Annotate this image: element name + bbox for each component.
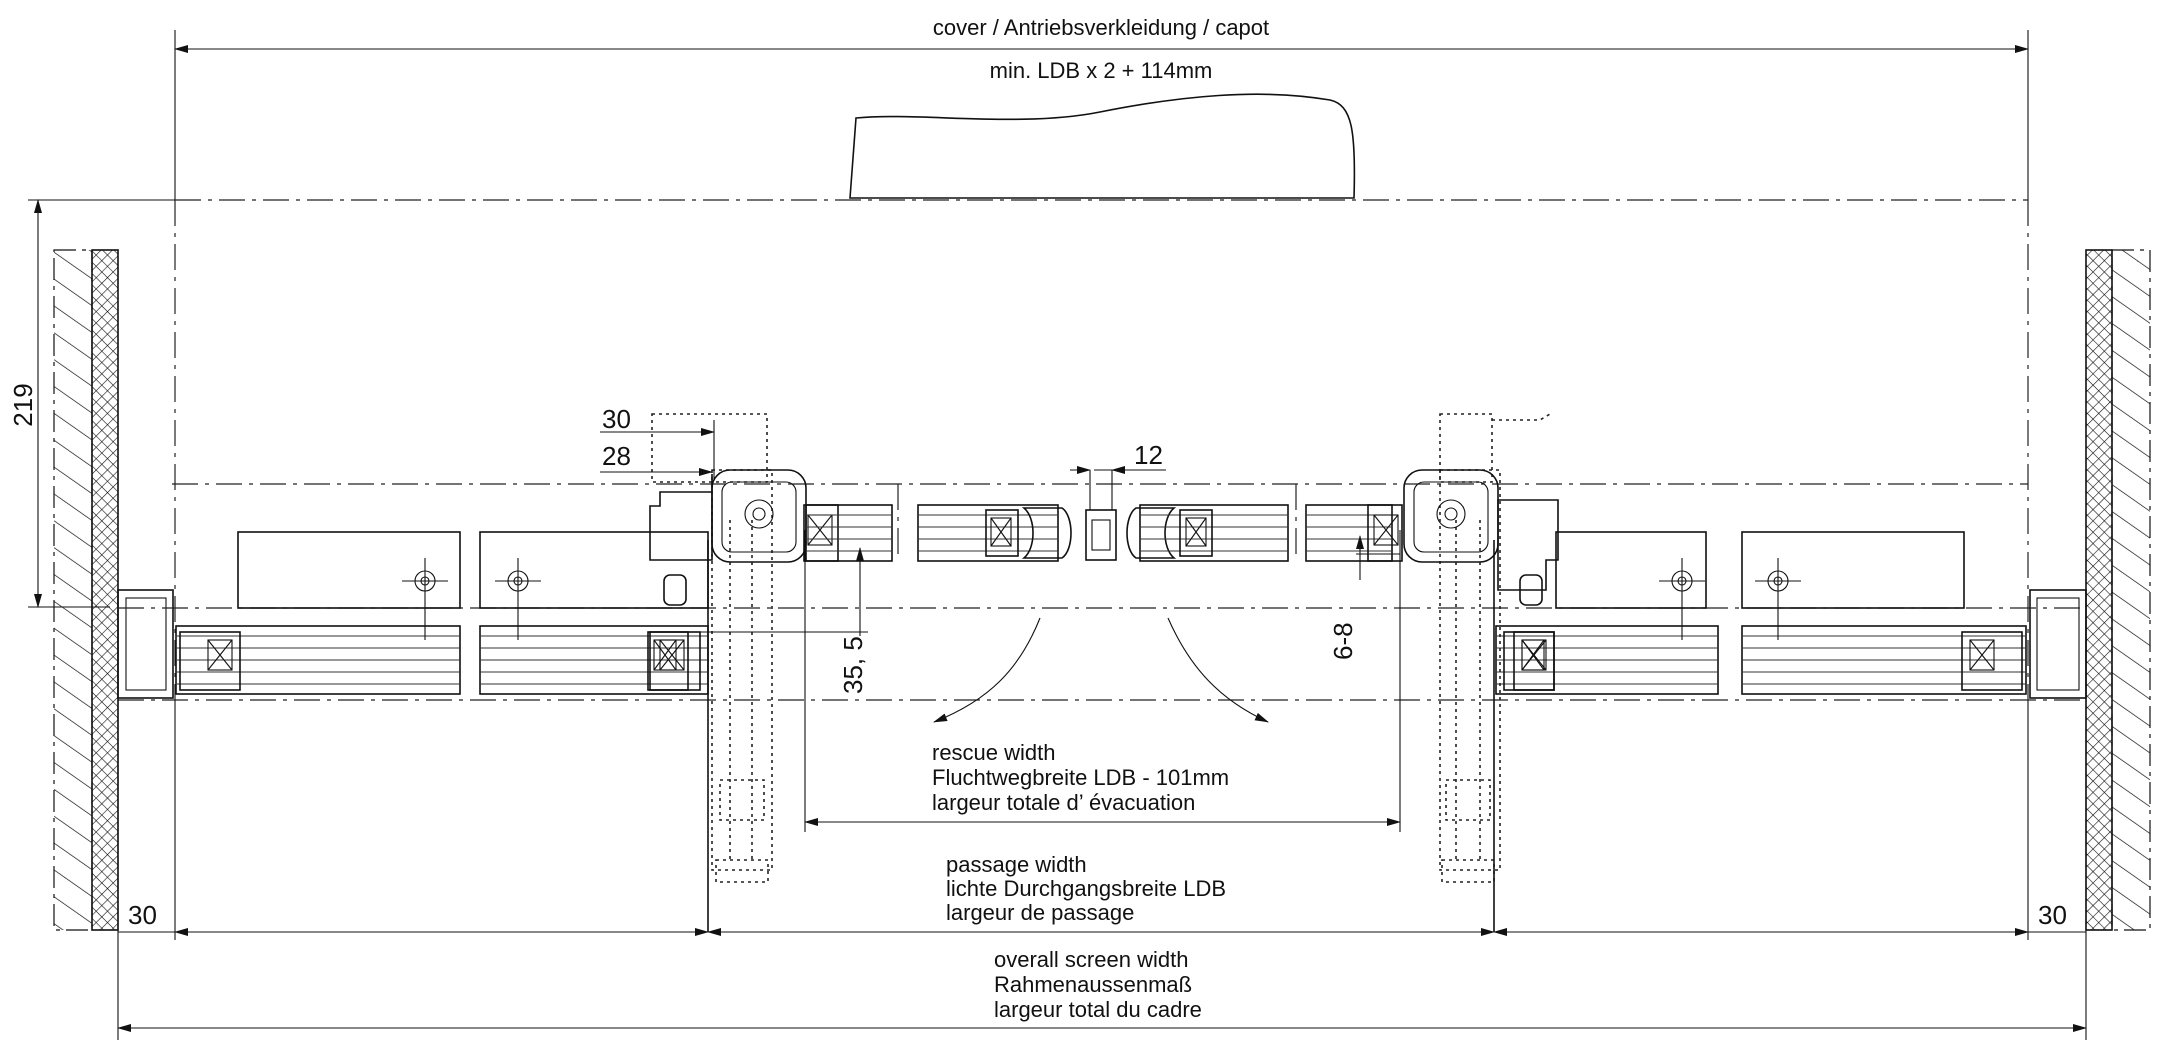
detail-dimension-6-8: 6-8 — [1328, 535, 1400, 660]
detail-dimension-12: 12 — [1070, 440, 1166, 474]
center-meeting-profile — [1021, 470, 1177, 561]
left-pivot-symbols — [402, 558, 541, 640]
dim-35-5-label: 35, 5 — [838, 636, 868, 694]
overall-width-line1: overall screen width — [994, 947, 1188, 972]
detail-dimension-30: 30 — [600, 404, 715, 480]
right-30-dimension: 30 — [1493, 700, 2087, 1040]
passage-width-line1: passage width — [946, 852, 1087, 877]
detail-dimension-28: 28 — [600, 441, 713, 476]
height-label: 219 — [8, 383, 38, 426]
right-profile-column — [1367, 413, 1559, 883]
left-sliding-leaf — [805, 484, 1059, 562]
left-fixed-panel-outer — [175, 531, 461, 695]
right-sliding-leaf — [1139, 484, 1393, 562]
passage-width-dimension: passage width lichte Durchgangsbreite LD… — [707, 852, 1495, 936]
overall-width-dimension: overall screen width Rahmenaussenmaß lar… — [117, 947, 2087, 1032]
overall-width-line3: largeur total du cadre — [994, 997, 1202, 1022]
dim-28-label: 28 — [602, 441, 631, 471]
left-swing-arrow — [933, 617, 1041, 723]
left-30-label: 30 — [128, 900, 157, 930]
rescue-width-line1: rescue width — [932, 740, 1056, 765]
drive-cover-profile — [849, 93, 1356, 199]
left-30-dimension: 30 — [117, 700, 709, 1040]
rescue-width-dimension: rescue width Fluchtwegbreite LDB - 101mm… — [804, 530, 1401, 832]
right-frame-post — [2029, 589, 2087, 699]
dim-30-label: 30 — [602, 404, 631, 434]
right-fixed-panel-inner — [1495, 531, 1719, 695]
dim-12-label: 12 — [1134, 440, 1163, 470]
cover-dimension: cover / Antriebsverkleidung / capot min.… — [174, 15, 2029, 200]
dim-6-8-label: 6-8 — [1328, 622, 1358, 660]
right-fixed-panel-outer — [1741, 531, 2027, 695]
overall-width-line2: Rahmenaussenmaß — [994, 972, 1192, 997]
rescue-width-line2: Fluchtwegbreite LDB - 101mm — [932, 765, 1229, 790]
passage-width-line2: lichte Durchgangsbreite LDB — [946, 876, 1226, 901]
right-pivot-symbols — [1659, 558, 1801, 640]
right-30-label: 30 — [2038, 900, 2067, 930]
rescue-width-line3: largeur totale d’ évacuation — [932, 790, 1195, 815]
right-wall — [2085, 249, 2151, 931]
cover-label: cover / Antriebsverkleidung / capot — [933, 15, 1269, 40]
left-frame-post — [117, 589, 174, 699]
detail-dimension-35-5: 35, 5 — [690, 547, 868, 694]
height-dimension: 219 — [8, 199, 175, 608]
right-swing-arrow — [1167, 617, 1269, 723]
cover-dimension-label: min. LDB x 2 + 114mm — [990, 58, 1213, 83]
passage-width-line3: largeur de passage — [946, 900, 1134, 925]
left-wall — [53, 249, 119, 931]
